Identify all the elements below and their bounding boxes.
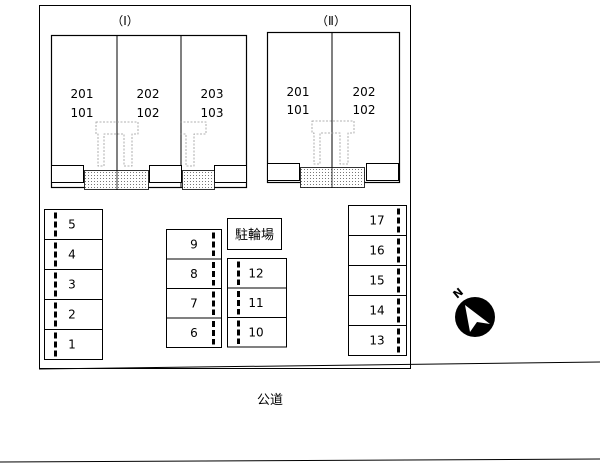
parking-space-number: 17 xyxy=(369,214,384,228)
road-edge-bottom xyxy=(0,458,600,463)
parking-space: 9 xyxy=(166,229,222,260)
north-arrow-pointer xyxy=(465,305,490,332)
parking-space: 2 xyxy=(44,299,103,330)
entrance-outline xyxy=(95,121,139,167)
parking-space: 3 xyxy=(44,269,103,300)
parking-area: 5 4 3 2 1 9 8 7 6 12 11 10 17 16 15 14 13 xyxy=(44,205,407,360)
unit-number-upper: 201 xyxy=(287,85,310,99)
building-1-outline xyxy=(50,34,248,189)
parking-space-number: 8 xyxy=(190,267,198,281)
road-label: 公道 xyxy=(257,393,283,408)
road-edge-top xyxy=(38,361,600,370)
unit-number-lower: 101 xyxy=(287,103,310,117)
building-1: （Ⅰ） 201 101 202 102 203 103 xyxy=(50,14,248,190)
building-1-label: （Ⅰ） xyxy=(111,14,139,28)
parking-space-number: 5 xyxy=(68,218,76,232)
parking-space: 8 xyxy=(166,258,222,289)
parking-space-number: 12 xyxy=(248,266,263,280)
parking-space-number: 6 xyxy=(190,326,198,340)
building-2: （Ⅱ） 201 101 202 102 xyxy=(266,14,401,188)
compass: N xyxy=(451,285,495,337)
parking-space-number: 2 xyxy=(68,308,76,322)
parking-space-number: 14 xyxy=(369,304,384,318)
entrance-paving xyxy=(84,170,149,190)
site-boundary xyxy=(39,5,411,369)
meter-box xyxy=(149,165,182,183)
parking-space: 15 xyxy=(348,265,407,296)
parking-space-number: 1 xyxy=(68,338,76,352)
parking-space: 6 xyxy=(166,317,222,348)
meter-box xyxy=(366,163,399,181)
parking-space: 10 xyxy=(227,317,287,348)
parking-space-outline xyxy=(348,205,407,236)
unit-number-lower: 101 xyxy=(71,106,94,120)
unit-number-upper: 202 xyxy=(353,85,376,99)
unit-number-upper: 201 xyxy=(71,87,94,101)
building-2-label: （Ⅱ） xyxy=(316,14,346,28)
parking-space-number: 13 xyxy=(369,334,384,348)
unit-number-lower: 102 xyxy=(353,103,376,117)
parking-space: 11 xyxy=(227,287,287,318)
parking-space: 17 xyxy=(348,205,407,236)
parking-space-number: 3 xyxy=(68,278,76,292)
unit-number-upper: 203 xyxy=(201,87,224,101)
parking-space-number: 10 xyxy=(248,325,263,339)
parking-space-outline xyxy=(348,295,407,326)
parking-space-outline xyxy=(348,235,407,266)
parking-space-number: 16 xyxy=(369,244,384,258)
parking-space: 14 xyxy=(348,295,407,326)
parking-space: 1 xyxy=(44,329,103,360)
meter-box xyxy=(214,165,247,183)
building-2-outline xyxy=(266,31,401,184)
parking-space: 4 xyxy=(44,239,103,270)
parking-space: 7 xyxy=(166,288,222,319)
parking-space-outline xyxy=(348,325,407,356)
entrance-paving xyxy=(182,170,215,190)
parking-space: 12 xyxy=(227,258,287,289)
meter-box xyxy=(267,163,300,181)
bicycle-parking-label: 駐輪場 xyxy=(235,227,274,243)
compass-north-label: N xyxy=(451,285,466,301)
parking-space-number: 9 xyxy=(190,237,198,251)
parking-space: 5 xyxy=(44,209,103,240)
bicycle-parking xyxy=(227,218,282,250)
unit-number-lower: 103 xyxy=(201,106,224,120)
entrance-paving xyxy=(300,167,365,188)
parking-space-number: 11 xyxy=(248,296,263,310)
unit-number-upper: 202 xyxy=(137,87,160,101)
parking-space-number: 7 xyxy=(190,296,198,310)
parking-space-number: 4 xyxy=(68,248,76,262)
meter-box xyxy=(51,165,84,183)
unit-number-lower: 102 xyxy=(137,106,160,120)
parking-space-number: 15 xyxy=(369,274,384,288)
entrance-outline xyxy=(180,121,207,167)
parking-space: 16 xyxy=(348,235,407,266)
parking-space: 13 xyxy=(348,325,407,356)
entrance-outline xyxy=(311,120,355,165)
